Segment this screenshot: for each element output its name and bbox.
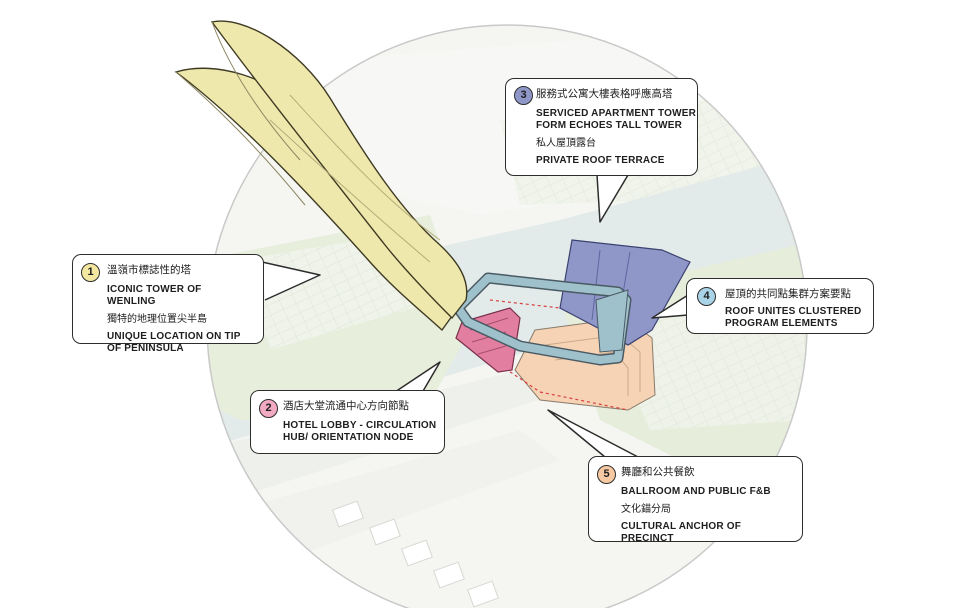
callout-title: 屋頂的共同點集群方案要點 [725,288,851,300]
callout-hotel-lobby: 2 酒店大堂流通中心方向節點 HOTEL LOBBY - CIRCULATION… [250,390,445,454]
callout-text: UNIQUE LOCATION ON TIP OF PENINSULA [107,331,241,354]
roof-bridge-ring [452,272,632,366]
callout-text: BALLROOM AND PUBLIC F&B [621,486,771,497]
callout-text: 文化錨分局 [621,504,671,515]
callout-text: ROOF UNITES CLUSTERED PROGRAM ELEMENTS [725,306,862,329]
callout-text: CULTURAL ANCHOR OF PRECINCT [621,521,742,544]
callout-iconic-tower: 1 溫嶺市標誌性的塔 ICONIC TOWER OF WENLING 獨特的地理… [72,254,264,354]
callout-number-badge: 2 [259,399,278,418]
callout-roof: 4 屋頂的共同點集群方案要點 ROOF UNITES CLUSTERED PRO… [686,278,874,334]
callout-title: 溫嶺市標誌性的塔 [107,264,191,276]
callout-number-badge: 5 [597,465,616,484]
iconic-tower [174,20,468,332]
callout-number-badge: 1 [81,263,100,282]
callout-text: HOTEL LOBBY - CIRCULATION HUB/ ORIENTATI… [283,420,437,443]
callout-serviced-apartment: 3 服務式公寓大樓表格呼應高塔 SERVICED APARTMENT TOWER… [505,78,698,176]
callout-text: 私人屋頂露台 [536,138,596,149]
callout-text: ICONIC TOWER OF WENLING [107,284,202,307]
callout-title: 酒店大堂流通中心方向節點 [283,400,409,412]
callout-text: PRIVATE ROOF TERRACE [536,155,665,166]
callout-text: 獨特的地理位置尖半島 [107,314,207,325]
callout-text: SERVICED APARTMENT TOWER FORM ECHOES TAL… [536,108,696,131]
callout-title: 服務式公寓大樓表格呼應高塔 [536,88,673,100]
callout-ballroom: 5 舞廳和公共餐飲 BALLROOM AND PUBLIC F&B 文化錨分局 … [588,456,803,544]
callout-number-badge: 3 [514,86,533,105]
callout-number-badge: 4 [697,287,716,306]
callout-title: 舞廳和公共餐飲 [621,466,695,478]
